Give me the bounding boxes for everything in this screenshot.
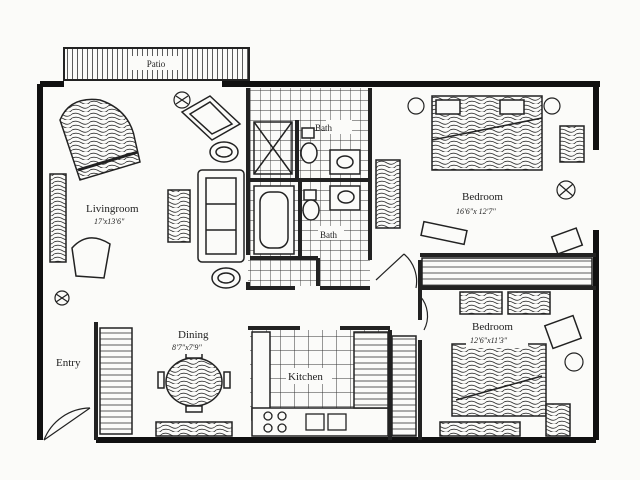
dining-dimensions: 8'7"x7'9" (172, 343, 202, 352)
bed-master (431, 95, 543, 171)
nightstand-bedroom2 (564, 352, 584, 372)
bath-label-lower: Bath (320, 230, 337, 240)
kitchen-sink (305, 413, 347, 431)
closet-hall (391, 335, 417, 437)
bed-bedroom2 (451, 343, 547, 417)
door-master (375, 253, 418, 289)
piano (59, 98, 141, 181)
desk-bedroom2 (545, 403, 571, 437)
bath-label-upper: Bath (315, 123, 332, 133)
sofa (197, 169, 245, 263)
bathtub (253, 185, 295, 255)
dining-table (157, 351, 231, 413)
livingroom-label: Livingroom (86, 203, 139, 215)
exterior-walls (37, 81, 600, 443)
plant-master (556, 180, 576, 200)
buffet (155, 421, 233, 437)
nightstand-left (407, 97, 425, 115)
toilet-upper (300, 127, 318, 164)
shower (253, 121, 293, 175)
armchair-master (550, 227, 584, 255)
toilet-lower (302, 189, 320, 221)
side-table-plant (173, 91, 191, 109)
dresser-master (559, 125, 585, 163)
armchair-left (71, 237, 111, 279)
dining-label: Dining (178, 329, 209, 341)
patio: Patio (63, 47, 250, 81)
bedroom2-dimensions: 12'6"x11'3" (470, 336, 508, 345)
coffee-table (167, 189, 191, 243)
entry-label: Entry (56, 357, 81, 369)
interior-walls (94, 88, 596, 440)
closet-entry (99, 327, 133, 435)
lamp-top (209, 141, 239, 163)
closet-master (421, 257, 593, 287)
bedroom1-dimensions: 16'6"x 12'7" (456, 207, 496, 216)
kitchen-counter (251, 331, 389, 437)
dresser-bedroom2 (459, 291, 551, 315)
livingroom-dimensions: 17'x13'6" (94, 217, 125, 226)
bedroom1-label: Bedroom (462, 191, 503, 203)
patio-label: Patio (147, 59, 166, 69)
armchair-bedroom2 (543, 314, 583, 350)
bench-master (420, 220, 468, 246)
cabinet-left (49, 173, 67, 263)
kitchen-label: Kitchen (288, 371, 323, 383)
lamp-bottom (211, 267, 241, 289)
bench-bedroom2 (439, 421, 521, 437)
plant-living (54, 290, 70, 306)
stove (263, 411, 287, 433)
sink-lower (329, 185, 361, 211)
bedroom2-label: Bedroom (472, 321, 513, 333)
door-bedroom2 (419, 295, 429, 331)
entry-door (43, 407, 91, 441)
chest-master (375, 159, 401, 229)
sink-upper (329, 149, 361, 175)
armchair-top (180, 95, 242, 141)
nightstand-right (543, 97, 561, 115)
